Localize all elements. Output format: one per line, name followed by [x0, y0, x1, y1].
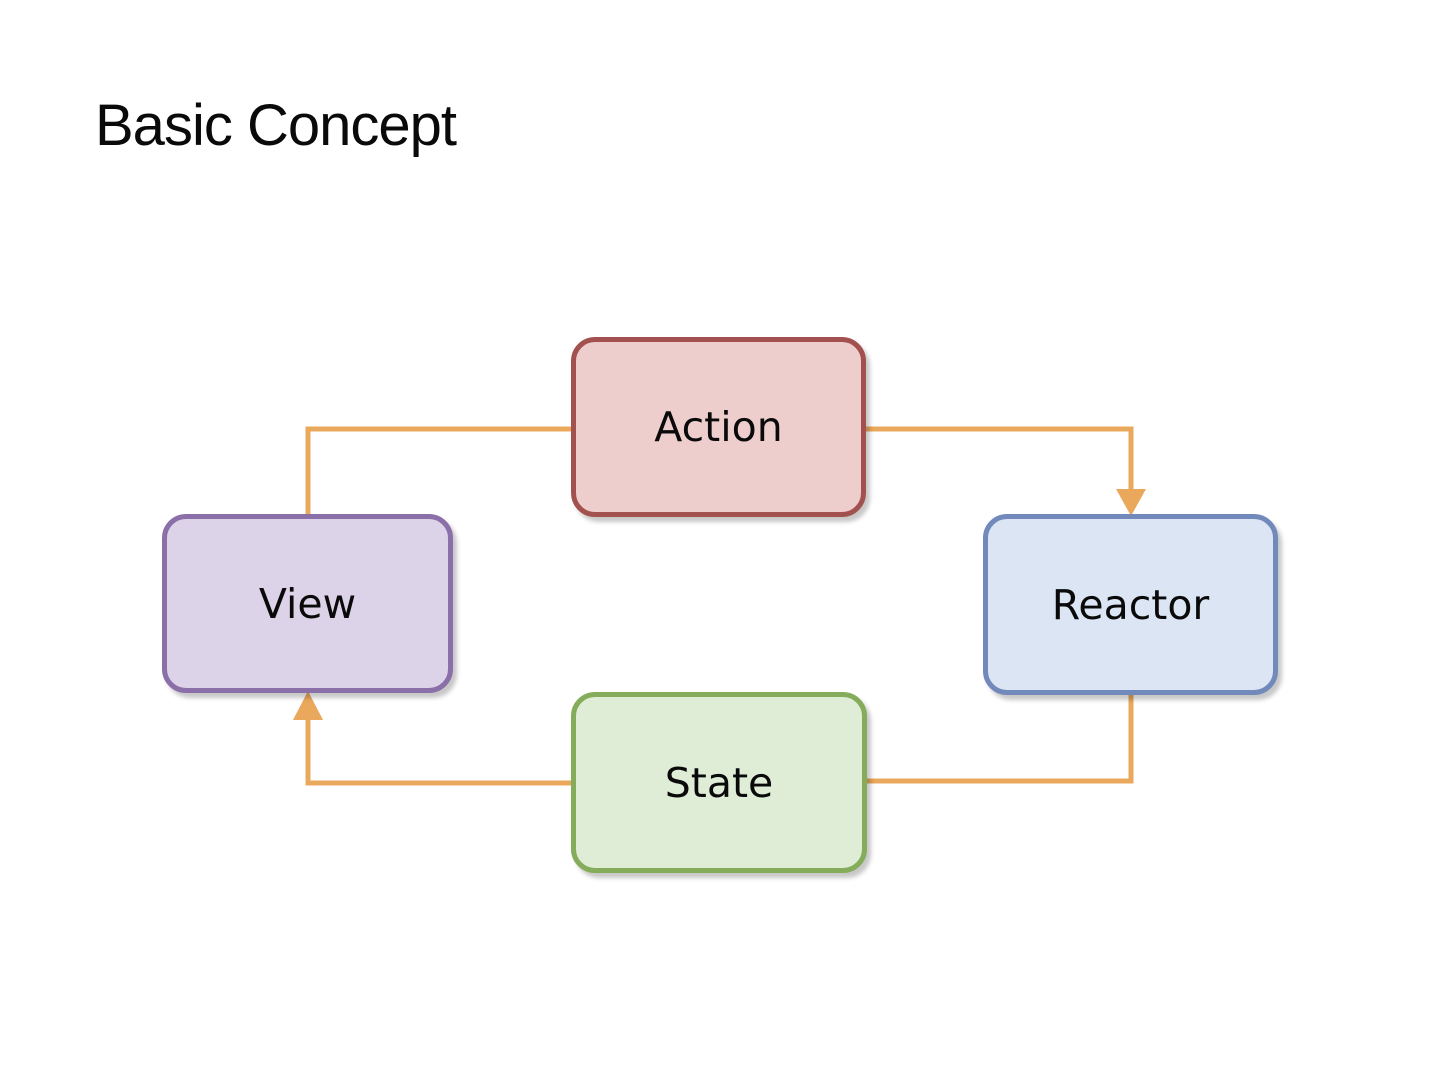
node-reactor: Reactor: [983, 514, 1278, 695]
node-state: State: [571, 692, 867, 873]
node-view: View: [162, 514, 453, 693]
arrowhead-up-icon: [293, 691, 323, 720]
node-action-label: Action: [654, 403, 783, 451]
node-view-label: View: [258, 579, 357, 628]
node-state-label: State: [664, 758, 774, 807]
connector-reactor-to-state: [867, 695, 1134, 784]
connector-state-to-view: [305, 718, 571, 786]
page-title: Basic Concept: [95, 93, 457, 158]
node-reactor-label: Reactor: [1051, 580, 1210, 629]
arrowhead-down-icon: [1116, 489, 1146, 516]
node-action: Action: [571, 337, 866, 517]
connector-action-to-reactor: [866, 426, 1134, 492]
connector-view-to-action: [305, 426, 571, 514]
